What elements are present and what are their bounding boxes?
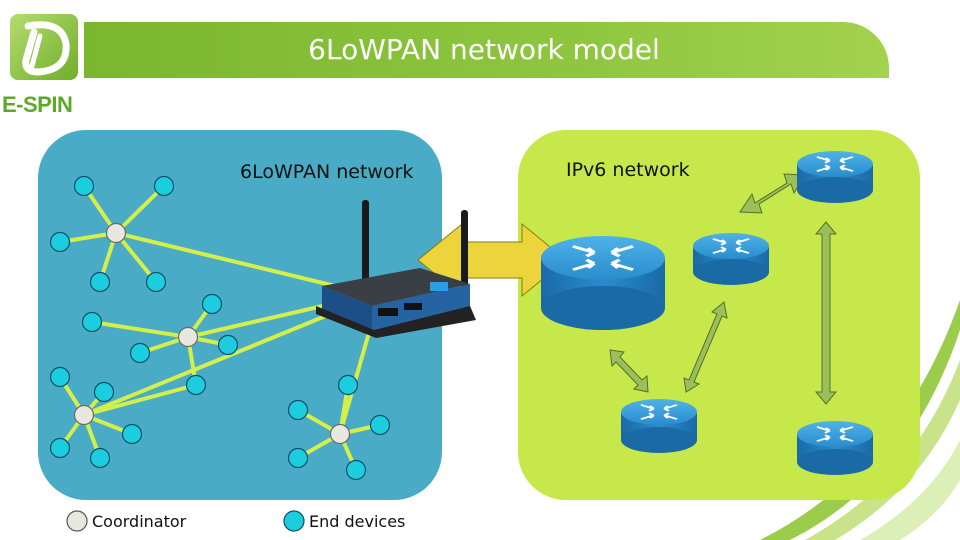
title-bar bbox=[84, 22, 889, 78]
end-device bbox=[89, 271, 111, 293]
legend-end-device-icon bbox=[283, 510, 305, 532]
ipv6-links bbox=[609, 173, 838, 405]
end-device bbox=[345, 459, 367, 481]
end-device bbox=[73, 175, 95, 197]
lowpan-network-panel bbox=[38, 130, 442, 500]
end-device bbox=[49, 366, 71, 388]
end-device bbox=[217, 334, 239, 356]
end-device bbox=[145, 271, 167, 293]
end-device bbox=[93, 381, 115, 403]
end-device bbox=[185, 374, 207, 396]
end-device bbox=[337, 374, 359, 396]
espin-logo-icon bbox=[10, 14, 78, 80]
gateway-device-icon bbox=[316, 200, 476, 338]
double-arrow-icon bbox=[683, 301, 728, 393]
router-icon bbox=[541, 236, 665, 330]
legend-coordinator-label: Coordinator bbox=[92, 512, 187, 531]
coordinators bbox=[73, 222, 351, 445]
end-devices bbox=[49, 175, 391, 481]
end-device bbox=[49, 231, 71, 253]
end-device bbox=[153, 175, 175, 197]
double-arrow-icon bbox=[609, 349, 649, 393]
coordinator-node bbox=[177, 326, 199, 348]
end-device bbox=[201, 293, 223, 315]
router-icon bbox=[797, 421, 873, 475]
page-title: 6LoWPAN network model bbox=[308, 33, 660, 66]
router-icon bbox=[693, 233, 769, 285]
coordinator-node bbox=[73, 404, 95, 426]
coordinator-node bbox=[105, 222, 127, 244]
end-device bbox=[49, 437, 71, 459]
lowpan-network-label: 6LoWPAN network bbox=[240, 161, 413, 183]
legend-end-devices-label: End devices bbox=[309, 512, 406, 531]
end-device bbox=[129, 342, 151, 364]
router-icon bbox=[621, 399, 697, 453]
coordinator-node bbox=[329, 423, 351, 445]
end-device bbox=[369, 414, 391, 436]
logo-text: E-SPIN bbox=[2, 92, 73, 117]
end-device bbox=[81, 311, 103, 333]
end-device bbox=[89, 447, 111, 469]
ipv6-network-label: IPv6 network bbox=[566, 159, 690, 181]
router-icon bbox=[797, 151, 873, 203]
double-arrow-icon bbox=[814, 221, 838, 405]
end-device bbox=[287, 447, 309, 469]
legend-coordinator-icon bbox=[66, 510, 88, 532]
end-device bbox=[287, 399, 309, 421]
end-device bbox=[121, 423, 143, 445]
